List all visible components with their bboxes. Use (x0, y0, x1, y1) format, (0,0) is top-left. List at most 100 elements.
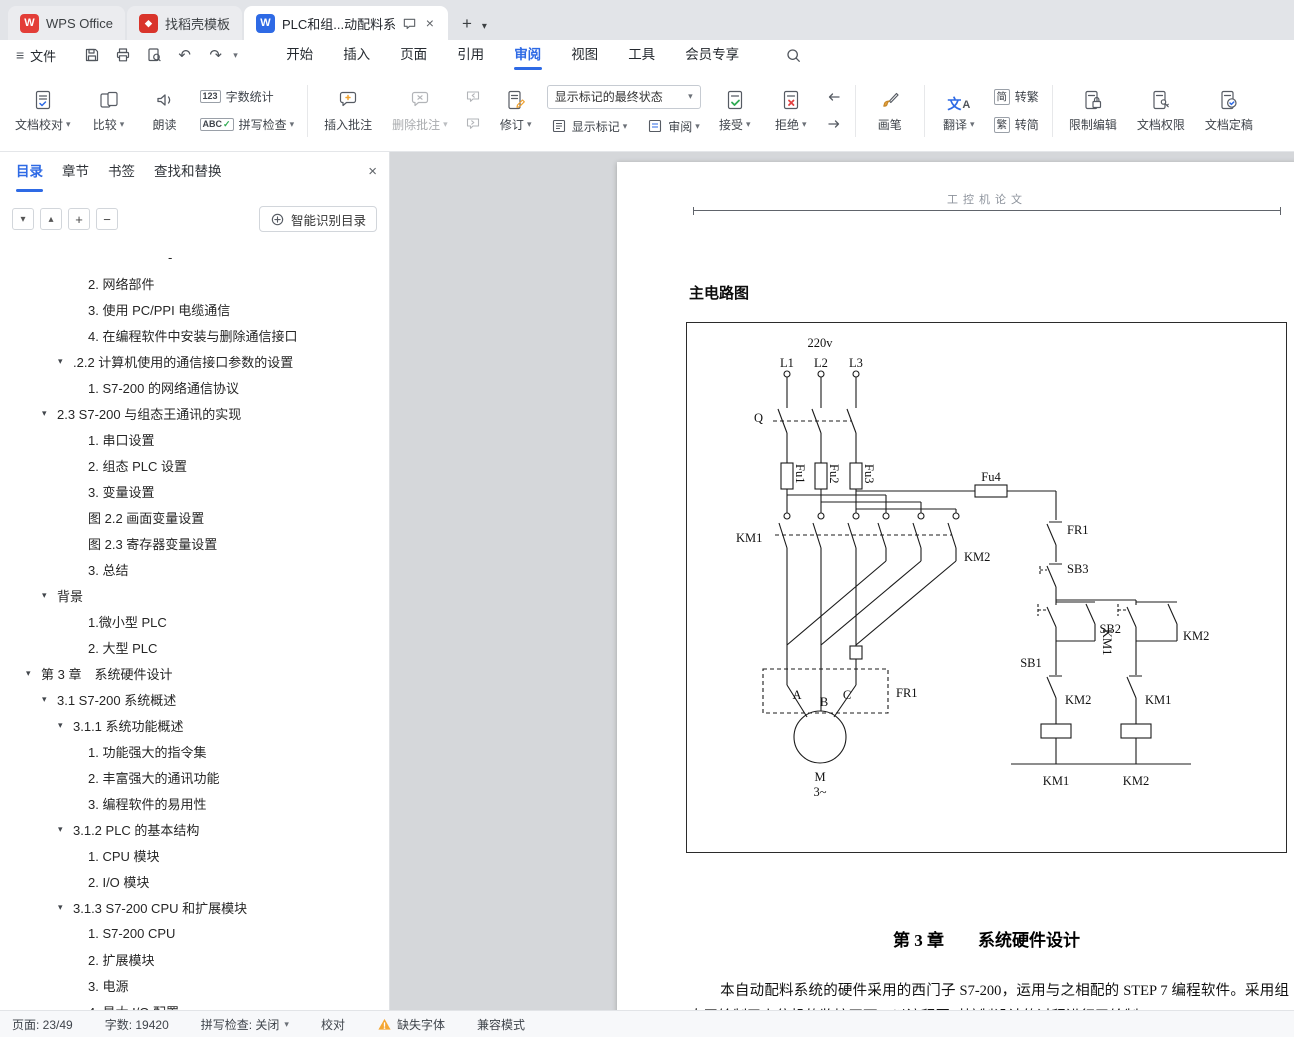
toc-item[interactable]: 2. 扩展模块 (88, 952, 155, 968)
tab-current-document[interactable]: W PLC和组...动配料系统 × (243, 6, 448, 40)
comment-bubble-icon[interactable] (402, 16, 417, 31)
doc-proof-button[interactable]: 文档校对▾ (8, 85, 78, 137)
spell-check-status[interactable]: 拼写检查: 关闭▾ (200, 1017, 289, 1032)
read-aloud-button[interactable]: 朗读 (140, 85, 190, 137)
toc-item[interactable]: 2. 丰富强大的通讯功能 (88, 770, 220, 786)
menu-page[interactable]: 页面 (400, 47, 428, 62)
toc-expand-caret-icon[interactable]: ▾ (42, 589, 47, 600)
sidebar-tab-chapters[interactable]: 章节 (62, 164, 89, 179)
compatibility-mode-indicator[interactable]: 兼容模式 (476, 1017, 525, 1032)
toc-item[interactable]: 2. I/O 模块 (88, 874, 150, 890)
toc-item[interactable]: 2. 组态 PLC 设置 (88, 458, 187, 474)
menu-insert[interactable]: 插入 (343, 47, 371, 62)
toc-expand-caret-icon[interactable]: ▾ (58, 355, 63, 366)
ink-brush-button[interactable]: 画笔 (865, 85, 915, 137)
smart-toc-button[interactable]: 智能识别目录 (258, 206, 377, 232)
toc-expand-caret-icon[interactable]: ▾ (58, 901, 63, 912)
tab-docer-templates[interactable]: ◆ 找稻壳模板 (126, 6, 242, 40)
expand-all-button[interactable]: ▴ (40, 208, 62, 230)
previous-change-button[interactable] (822, 87, 846, 107)
toc-item[interactable]: 3. 使用 PC/PPI 电缆通信 (88, 302, 231, 318)
toc-item[interactable]: ▾背景 (42, 588, 84, 604)
toc-item[interactable]: 3. 电源 (88, 978, 129, 994)
document-canvas[interactable]: 工控机论文 主电路图 (390, 152, 1294, 1010)
file-menu-button[interactable]: ≡ 文件 (16, 46, 56, 65)
toc-expand-caret-icon[interactable]: ▾ (42, 693, 47, 704)
toc-item[interactable]: 1. S7-200 CPU (88, 925, 176, 941)
toc-item[interactable]: 1. CPU 模块 (88, 848, 160, 864)
next-change-button[interactable] (822, 114, 846, 134)
menu-view[interactable]: 视图 (571, 47, 599, 62)
toc-item[interactable]: ▾3.1 S7-200 系统概述 (42, 692, 177, 708)
document-page[interactable]: 工控机论文 主电路图 (617, 162, 1294, 1010)
toc-item[interactable]: 2. 大型 PLC (88, 640, 158, 656)
new-tab-button[interactable]: + (461, 14, 472, 33)
sidebar-tab-find-replace[interactable]: 查找和替换 (154, 164, 222, 179)
toc-item[interactable]: 4. 最大 I/O 配置 (0, 998, 389, 1011)
toc-item[interactable]: 1. 串口设置 (88, 432, 155, 448)
proofread-button[interactable]: 校对 (320, 1017, 345, 1032)
print-button[interactable] (109, 43, 136, 67)
search-icon[interactable] (780, 43, 807, 67)
toc-item[interactable]: 4. 在编程软件中安装与删除通信接口 (88, 328, 298, 344)
show-markup-button[interactable]: 显示标记▾ (547, 116, 632, 137)
toc-item[interactable]: ▾3.1.1 系统功能概述 (58, 718, 184, 734)
save-button[interactable] (78, 43, 105, 67)
page-indicator[interactable]: 页面: 23/49 (12, 1017, 73, 1032)
compare-button[interactable]: 比较▾ (84, 85, 134, 137)
toc-item[interactable]: ▾2.3 S7-200 与组态王通讯的实现 (42, 406, 242, 422)
toc-item[interactable]: - (168, 249, 173, 265)
toc-item[interactable]: ▾3.1.3 S7-200 CPU 和扩展模块 (58, 900, 248, 916)
spell-check-button[interactable]: ABC✓ 拼写检查▾ (196, 114, 299, 135)
accept-change-button[interactable]: 接受▾ (710, 85, 760, 137)
menu-tools[interactable]: 工具 (628, 47, 656, 62)
toc-item[interactable]: 图 2.3 寄存器变量设置 (88, 536, 218, 552)
missing-font-warning[interactable]: 缺失字体 (377, 1016, 445, 1033)
menu-home[interactable]: 开始 (286, 47, 314, 62)
undo-button[interactable]: ↶ (178, 47, 191, 64)
to-simplified-button[interactable]: 繁 转简 (990, 114, 1043, 135)
tab-wps-office[interactable]: W WPS Office (8, 6, 125, 40)
restrict-editing-button[interactable]: 限制编辑 (1062, 85, 1124, 137)
print-preview-button[interactable] (140, 43, 167, 67)
review-pane-button[interactable]: 审阅▾ (643, 116, 704, 137)
menu-review[interactable]: 审阅 (499, 40, 556, 70)
toc-item[interactable]: 1. 功能强大的指令集 (88, 744, 207, 760)
menu-reference[interactable]: 引用 (457, 47, 485, 62)
zoom-out-toc-button[interactable]: − (96, 208, 118, 230)
toc-expand-caret-icon[interactable]: ▾ (58, 719, 63, 730)
to-traditional-button[interactable]: 简 转繁 (990, 86, 1043, 107)
sidebar-tab-toc[interactable]: 目录 (16, 152, 43, 192)
sidebar-tab-bookmarks[interactable]: 书签 (108, 164, 135, 179)
close-sidebar-icon[interactable]: × (368, 163, 377, 180)
redo-button[interactable]: ↷ (209, 47, 222, 64)
delete-comment-button[interactable]: 删除批注▾ (385, 85, 455, 137)
toc-item[interactable]: ▾第 3 章 系统硬件设计 (26, 666, 173, 682)
word-count-button[interactable]: 123 字数统计 (196, 86, 299, 107)
zoom-in-toc-button[interactable]: + (68, 208, 90, 230)
toc-expand-caret-icon[interactable]: ▾ (42, 407, 47, 418)
toc-item[interactable]: 1. S7-200 的网络通信协议 (88, 380, 239, 396)
markup-state-select[interactable]: 显示标记的最终状态 ▾ (546, 84, 701, 109)
toc-expand-caret-icon[interactable]: ▾ (26, 667, 31, 678)
toc-item[interactable]: ▾3.1.2 PLC 的基本结构 (58, 822, 200, 838)
toc-expand-caret-icon[interactable]: ▾ (58, 823, 63, 834)
close-tab-icon[interactable]: × (425, 15, 434, 31)
toc-item[interactable]: 3. 变量设置 (88, 484, 155, 500)
toc-item[interactable]: 1.微小型 PLC (88, 614, 167, 630)
toc-item[interactable]: 3. 编程软件的易用性 (88, 796, 207, 812)
insert-comment-button[interactable]: 插入批注 (317, 85, 379, 137)
collapse-all-button[interactable]: ▾ (12, 208, 34, 230)
tab-list-chevron-icon[interactable]: ▾ (481, 21, 487, 32)
toc-item[interactable]: 图 2.2 画面变量设置 (88, 510, 205, 526)
track-changes-button[interactable]: 修订▾ (491, 85, 541, 137)
toc-item[interactable]: 2. 网络部件 (88, 276, 155, 292)
next-comment-button[interactable] (461, 114, 485, 134)
menu-membership[interactable]: 会员专享 (685, 47, 740, 62)
quick-access-chevron-icon[interactable]: ▾ (233, 49, 238, 60)
document-permission-button[interactable]: 文档权限 (1130, 85, 1192, 137)
word-count-indicator[interactable]: 字数: 19420 (104, 1017, 169, 1032)
previous-comment-button[interactable] (461, 87, 485, 107)
toc-item[interactable]: 3. 总结 (88, 562, 129, 578)
